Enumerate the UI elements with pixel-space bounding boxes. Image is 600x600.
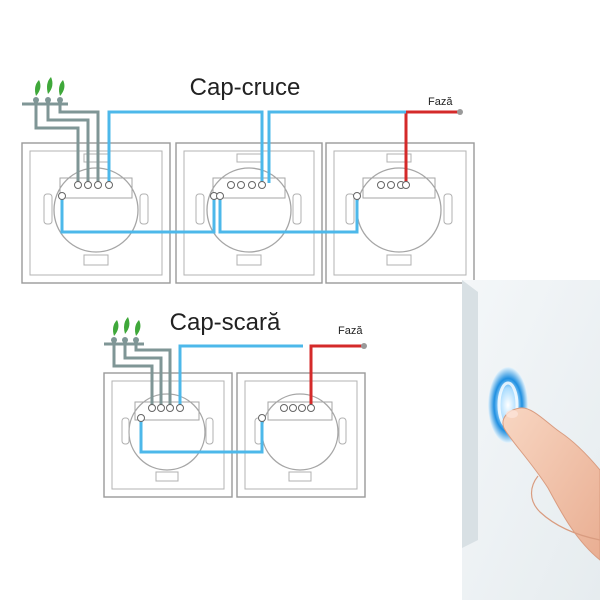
top-phase-wire bbox=[404, 109, 463, 185]
bottom-traveler-wires bbox=[139, 344, 303, 454]
top-terminals bbox=[58, 181, 410, 200]
top-switch-3 bbox=[325, 142, 475, 284]
top-switch-1 bbox=[21, 142, 171, 284]
bottom-phase-label: Fază bbox=[338, 325, 363, 337]
top-phase-label: Fază bbox=[428, 96, 453, 108]
bottom-bulbs-icon bbox=[104, 317, 144, 346]
top-neutral-wires bbox=[34, 104, 100, 183]
bottom-switch-2 bbox=[236, 372, 366, 498]
bottom-neutral-wires bbox=[112, 344, 172, 406]
bottom-switch-1 bbox=[103, 372, 233, 498]
finger-icon bbox=[502, 407, 600, 561]
touch-panel-photo bbox=[462, 280, 600, 600]
top-traveler-wires bbox=[60, 110, 406, 234]
top-title: Cap-cruce bbox=[190, 74, 301, 101]
bottom-title: Cap-scară bbox=[170, 309, 281, 336]
bottom-phase-wire bbox=[309, 343, 367, 406]
bottom-terminals bbox=[137, 404, 315, 422]
top-bulbs-icon bbox=[22, 77, 68, 106]
top-switch-2 bbox=[175, 142, 323, 284]
